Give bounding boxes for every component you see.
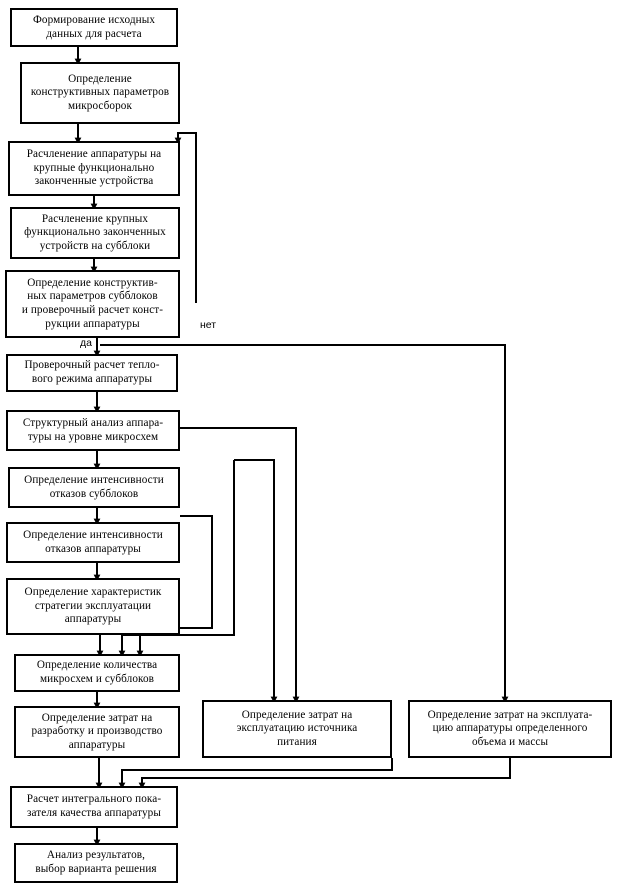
edge-n14-to-n15 (138, 758, 511, 789)
edge-label-no: нет (199, 319, 218, 331)
node-n8-label: Определение интенсивности отказов суббло… (24, 473, 164, 500)
node-n16-label: Анализ результатов, выбор варианта решен… (35, 849, 157, 875)
node-n12-label: Определение затрат на разработку и произ… (31, 711, 163, 751)
node-n11-label: Определение количества микросхем и суббл… (36, 659, 158, 685)
node-n3[interactable]: Расчленение аппаратуры на крупные функци… (8, 141, 180, 196)
node-n10[interactable]: Определение характеристик стратегии эксп… (6, 578, 180, 635)
node-n6-label: Проверочный расчет тепло- вого режима ап… (24, 359, 160, 385)
node-n5[interactable]: Определение конструктив- ных параметров … (5, 270, 180, 338)
node-n5-label: Определение конструктив- ных параметров … (21, 276, 164, 330)
node-n16[interactable]: Анализ результатов, выбор варианта решен… (14, 843, 178, 883)
edge-n5-n3-feedback-no (174, 132, 197, 303)
node-n10-label: Определение характеристик стратегии эксп… (24, 586, 162, 626)
node-n13-label: Определение затрат на эксплуатацию источ… (236, 708, 358, 748)
node-n14[interactable]: Определение затрат на эксплуата- цию апп… (408, 700, 612, 758)
node-n11[interactable]: Определение количества микросхем и суббл… (14, 654, 180, 692)
node-n13[interactable]: Определение затрат на эксплуатацию источ… (202, 700, 392, 758)
edge-label-yes: да (79, 337, 93, 349)
node-n3-label: Расчленение аппаратуры на крупные функци… (26, 148, 162, 188)
node-n1-label: Формирование исходных данных для расчета (32, 13, 156, 40)
edge-n13-to-n15 (118, 758, 393, 789)
node-n1[interactable]: Формирование исходных данных для расчета (10, 8, 178, 47)
node-n2[interactable]: Определение конструктивных параметров ми… (20, 62, 180, 124)
edge-n7-to-n13 (180, 427, 300, 703)
node-n8[interactable]: Определение интенсивности отказов суббло… (8, 467, 180, 508)
node-n6[interactable]: Проверочный расчет тепло- вого режима ап… (6, 354, 178, 392)
node-n4[interactable]: Расчленение крупных функционально законч… (10, 207, 180, 259)
node-n7-label: Структурный анализ аппара- туры на уровн… (22, 416, 164, 443)
node-n12[interactable]: Определение затрат на разработку и произ… (14, 706, 180, 758)
edge-n8line-to-n13 (234, 459, 278, 703)
node-n14-label: Определение затрат на эксплуата- цию апп… (427, 708, 593, 748)
node-n2-label: Определение конструктивных параметров ми… (30, 72, 170, 112)
node-n4-label: Расчленение крупных функционально законч… (24, 212, 166, 252)
node-n15[interactable]: Расчет интегрального пока- зателя качест… (10, 786, 178, 828)
node-n15-label: Расчет интегрального пока- зателя качест… (26, 793, 162, 819)
node-n7[interactable]: Структурный анализ аппара- туры на уровн… (6, 410, 180, 451)
node-n9[interactable]: Определение интенсивности отказов аппара… (6, 522, 180, 563)
node-n9-label: Определение интенсивности отказов аппара… (23, 528, 163, 555)
